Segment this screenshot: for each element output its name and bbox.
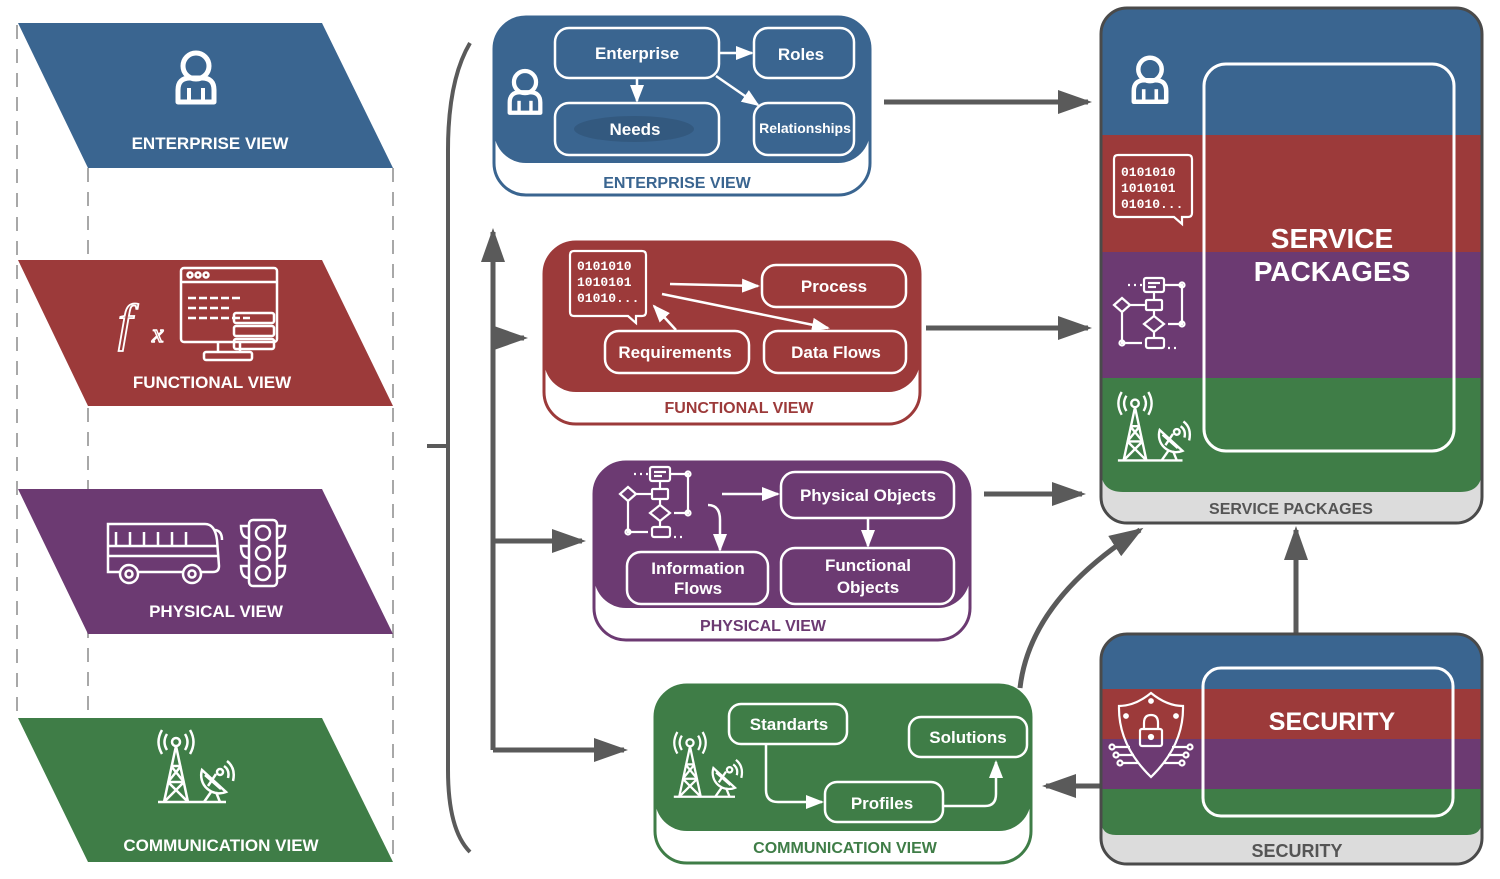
node-relationships[interactable] bbox=[752, 101, 856, 157]
node-standarts[interactable] bbox=[727, 702, 849, 746]
svg-text:x: x bbox=[151, 319, 164, 348]
node-needs[interactable] bbox=[553, 101, 721, 157]
traffic-light-icon bbox=[239, 518, 287, 588]
functional-view-panel[interactable]: 0101010 1010101 01010... Process Require… bbox=[542, 240, 922, 426]
node-information-flows-label: Information bbox=[651, 559, 745, 578]
node-needs-label: Needs bbox=[609, 120, 660, 139]
binary-message-icon: 0101010 1010101 01010... bbox=[1112, 153, 1194, 227]
physical-view-panel[interactable]: Physical Objects Information Flows Funct… bbox=[592, 460, 972, 642]
node-solutions[interactable] bbox=[907, 715, 1029, 759]
left-view-label: FUNCTIONAL VIEW bbox=[133, 373, 292, 392]
service-packages-title: PACKAGES bbox=[1254, 256, 1411, 287]
binary-message-icon: 0101010 1010101 01010... bbox=[568, 249, 648, 326]
left-view-enterprise[interactable]: ENTERPRISE VIEW bbox=[18, 23, 393, 168]
panel-title: PHYSICAL VIEW bbox=[700, 618, 827, 635]
node-relationships-label: Relationships bbox=[759, 120, 851, 136]
grouping-brace bbox=[427, 41, 472, 854]
shield-lock-icon bbox=[1108, 691, 1194, 779]
security-block[interactable]: SECURITY SECURITY bbox=[1099, 632, 1484, 866]
left-view-communication[interactable]: COMMUNICATION VIEW bbox=[18, 718, 393, 862]
svg-text:1010101: 1010101 bbox=[577, 275, 632, 290]
svg-text:01010...: 01010... bbox=[577, 291, 639, 306]
node-information-flows-label: Flows bbox=[674, 579, 722, 598]
node-requirements-label: Requirements bbox=[618, 343, 731, 362]
node-functional-objects[interactable] bbox=[779, 546, 956, 606]
node-profiles[interactable] bbox=[823, 780, 945, 824]
service-packages-title: SERVICE bbox=[1271, 223, 1393, 254]
left-view-label: ENTERPRISE VIEW bbox=[132, 134, 290, 153]
security-footer: SECURITY bbox=[1251, 841, 1342, 861]
node-data-flows[interactable] bbox=[762, 329, 908, 375]
output-arrows bbox=[884, 90, 1308, 798]
svg-text:01010...: 01010... bbox=[1121, 197, 1183, 212]
svg-text:0101010: 0101010 bbox=[1121, 165, 1176, 180]
panel-title: COMMUNICATION VIEW bbox=[753, 840, 938, 857]
node-functional-objects-label: Functional bbox=[825, 556, 911, 575]
node-data-flows-label: Data Flows bbox=[791, 343, 881, 362]
left-view-functional[interactable]: f x FUNCTIONAL VIEW bbox=[18, 260, 393, 406]
node-roles[interactable] bbox=[752, 26, 856, 80]
node-enterprise-label: Enterprise bbox=[595, 44, 679, 63]
distribution-arrows bbox=[481, 228, 628, 762]
node-functional-objects-label: Objects bbox=[837, 578, 899, 597]
communication-view-panel[interactable]: Standarts Solutions Profiles COMMUNICATI… bbox=[653, 683, 1033, 865]
node-roles-label: Roles bbox=[778, 45, 824, 64]
node-information-flows[interactable] bbox=[625, 550, 770, 606]
node-solutions-label: Solutions bbox=[929, 728, 1006, 747]
service-packages-inner-frame bbox=[1202, 62, 1456, 453]
node-process[interactable] bbox=[760, 263, 908, 309]
panel-title: FUNCTIONAL VIEW bbox=[664, 400, 814, 417]
service-packages-block[interactable]: 0101010 1010101 01010... SERVICE PACKAGE… bbox=[1099, 6, 1484, 525]
panel-title: ENTERPRISE VIEW bbox=[603, 175, 751, 192]
left-view-physical[interactable]: PHYSICAL VIEW bbox=[18, 489, 393, 634]
security-inner-frame bbox=[1201, 666, 1455, 818]
node-physical-objects-label: Physical Objects bbox=[800, 486, 936, 505]
left-view-label: COMMUNICATION VIEW bbox=[123, 836, 319, 855]
svg-text:0101010: 0101010 bbox=[577, 259, 632, 274]
security-title: SECURITY bbox=[1269, 708, 1396, 736]
service-packages-footer: SERVICE PACKAGES bbox=[1209, 501, 1373, 518]
enterprise-view-panel[interactable]: Enterprise Roles Needs Relationships ENT… bbox=[492, 15, 872, 197]
node-process-label: Process bbox=[801, 277, 867, 296]
svg-text:1010101: 1010101 bbox=[1121, 181, 1176, 196]
node-requirements[interactable] bbox=[603, 329, 751, 375]
node-standarts-label: Standarts bbox=[750, 715, 828, 734]
bus-icon bbox=[106, 522, 224, 585]
node-profiles-label: Profiles bbox=[851, 794, 913, 813]
left-view-label: PHYSICAL VIEW bbox=[149, 602, 284, 621]
